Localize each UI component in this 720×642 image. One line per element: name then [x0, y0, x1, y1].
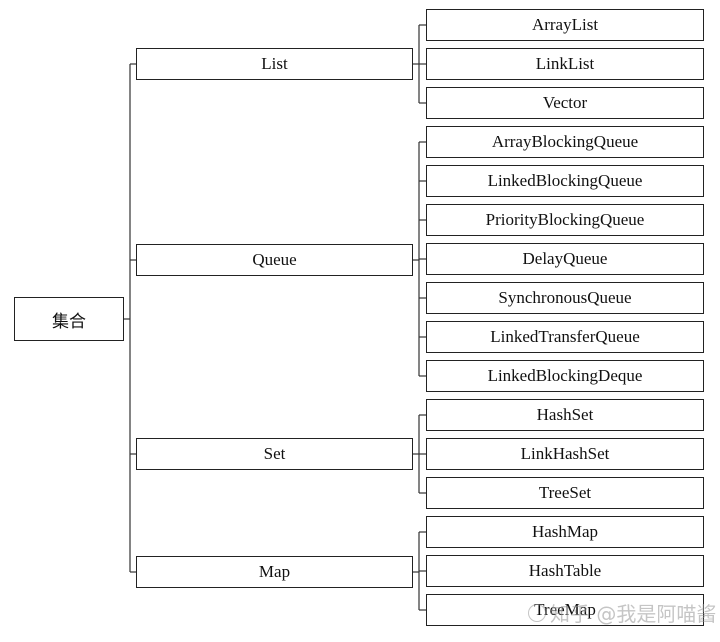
root-node: 集合 — [14, 297, 124, 341]
leaf-node: Vector — [426, 87, 704, 119]
leaf-node: HashSet — [426, 399, 704, 431]
leaf-node: SynchronousQueue — [426, 282, 704, 314]
leaf-node: LinkList — [426, 48, 704, 80]
category-node-queue: Queue — [136, 244, 413, 276]
leaf-node: TreeSet — [426, 477, 704, 509]
leaf-node: ArrayBlockingQueue — [426, 126, 704, 158]
category-node-map: Map — [136, 556, 413, 588]
leaf-node: PriorityBlockingQueue — [426, 204, 704, 236]
category-node-list: List — [136, 48, 413, 80]
zhihu-logo-icon — [528, 603, 546, 622]
leaf-node: LinkHashSet — [426, 438, 704, 470]
watermark: 知乎 @我是阿喵酱 — [528, 598, 716, 627]
leaf-node: TreeMap — [426, 594, 704, 626]
leaf-node: LinkedBlockingQueue — [426, 165, 704, 197]
leaf-node: HashTable — [426, 555, 704, 587]
watermark-text: 知乎 @我是阿喵酱 — [550, 602, 717, 626]
leaf-node: HashMap — [426, 516, 704, 548]
leaf-node: LinkedBlockingDeque — [426, 360, 704, 392]
leaf-node: LinkedTransferQueue — [426, 321, 704, 353]
leaf-node: DelayQueue — [426, 243, 704, 275]
leaf-node: ArrayList — [426, 9, 704, 41]
category-node-set: Set — [136, 438, 413, 470]
